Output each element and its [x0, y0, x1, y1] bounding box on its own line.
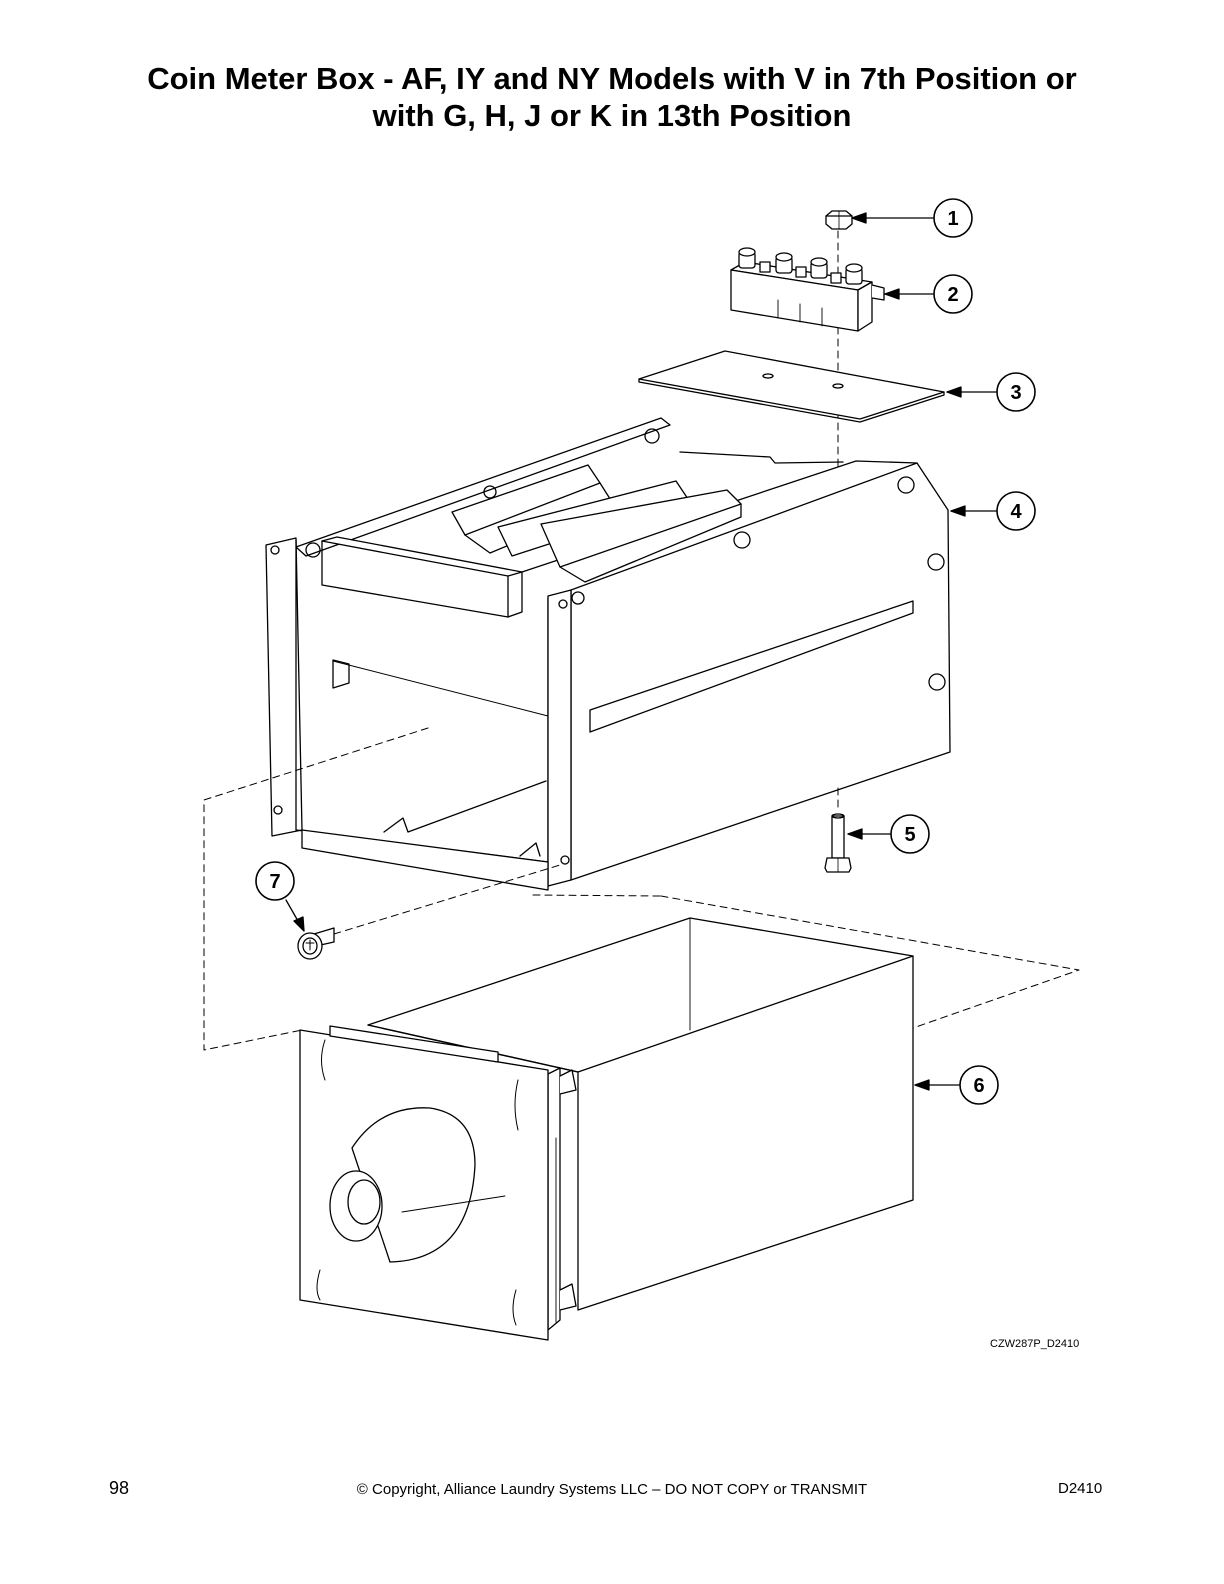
callout-number-2: 2	[947, 284, 958, 306]
screw-icon	[297, 927, 335, 960]
callout-5[interactable]: 5	[847, 814, 930, 854]
alignment-outline-left	[203, 727, 429, 1051]
callout-3[interactable]: 3	[946, 372, 1036, 412]
insulator-plate-icon	[638, 350, 945, 423]
screw-axis	[333, 864, 561, 935]
terminal-block-icon	[730, 247, 885, 332]
coin-box-housing-icon	[265, 417, 951, 891]
callout-number-5: 5	[904, 824, 915, 846]
hex-nut-icon	[825, 210, 853, 230]
callout-4[interactable]: 4	[950, 491, 1036, 531]
coin-drawer-icon	[299, 917, 914, 1341]
page-title: Coin Meter Box - AF, IY and NY Models wi…	[0, 60, 1224, 134]
callout-7[interactable]: 7	[255, 861, 305, 932]
callout-6[interactable]: 6	[914, 1065, 999, 1105]
drawing-code: CZW287P_D2410	[990, 1338, 1080, 1350]
title-line-1: Coin Meter Box - AF, IY and NY Models wi…	[147, 61, 1077, 96]
document-code: D2410	[1058, 1480, 1103, 1497]
title-line-2: with G, H, J or K in 13th Position	[372, 98, 852, 133]
callout-number-3: 3	[1010, 382, 1021, 404]
callout-2[interactable]: 2	[884, 274, 973, 314]
callout-number-6: 6	[973, 1075, 984, 1097]
hex-bolt-icon	[824, 813, 852, 873]
callout-number-1: 1	[947, 208, 958, 230]
alignment-outline-right	[660, 895, 1080, 1029]
alignment-outline-top	[532, 894, 662, 897]
page-number: 98	[109, 1478, 130, 1498]
copyright-notice: © Copyright, Alliance Laundry Systems LL…	[356, 1481, 868, 1498]
callout-number-4: 4	[1010, 501, 1022, 523]
callout-1[interactable]: 1	[851, 198, 973, 238]
callout-number-7: 7	[269, 871, 280, 893]
